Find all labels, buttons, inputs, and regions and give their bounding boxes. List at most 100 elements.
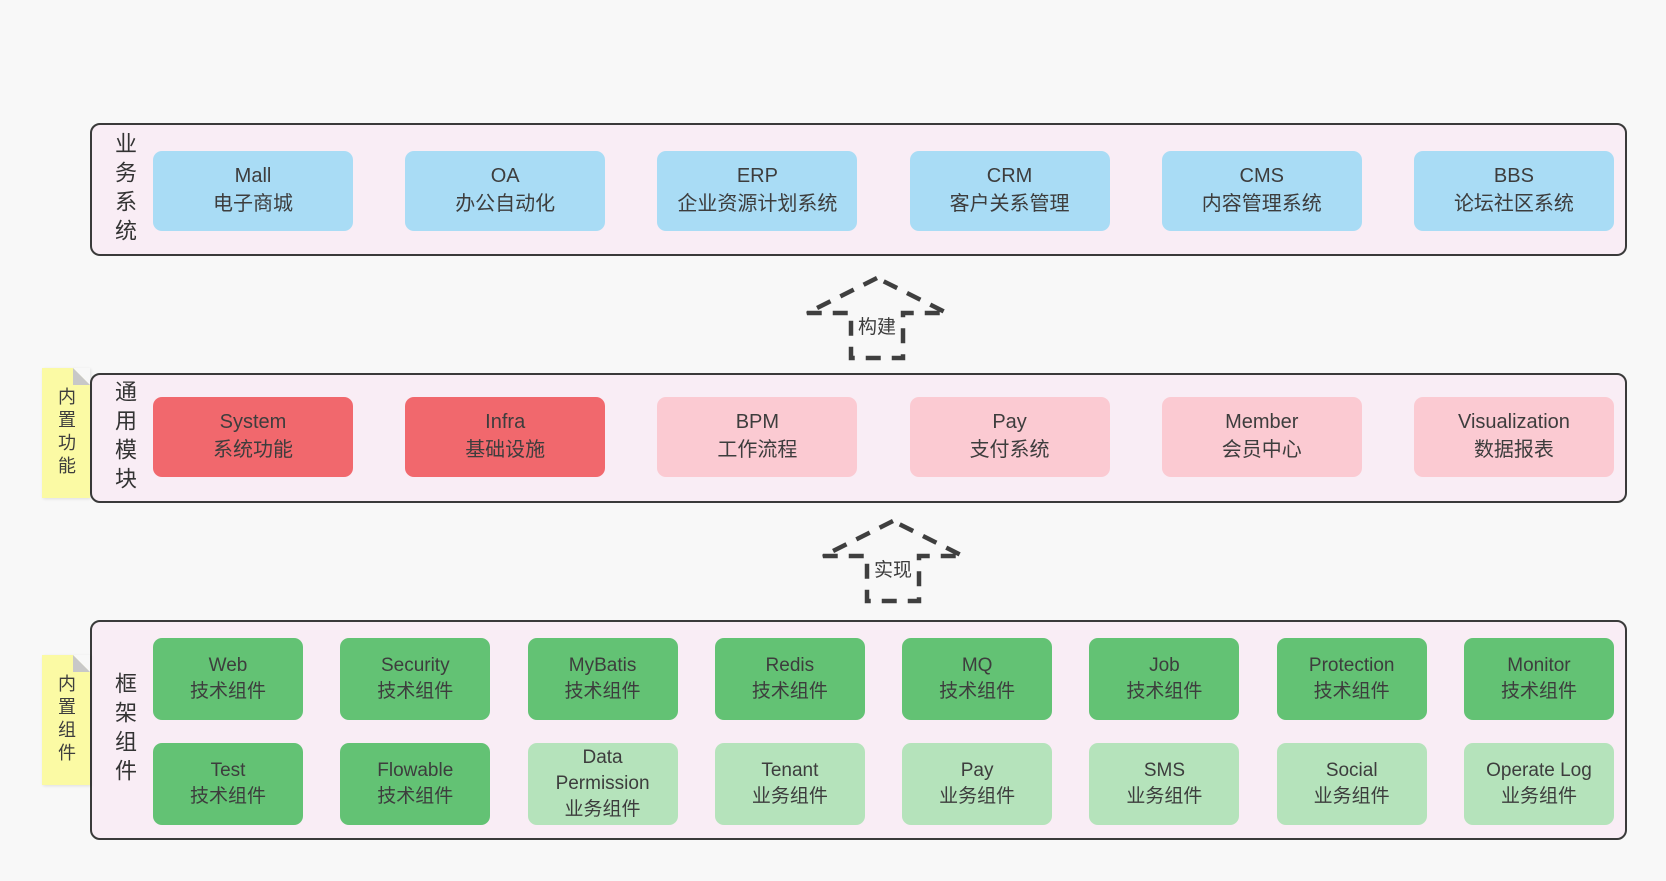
box-member-desc: 会员中心 xyxy=(1221,439,1302,461)
box-operate-log: Operate Log 业务组件 xyxy=(1463,743,1614,825)
box-bbs: BBS 论坛社区系统 xyxy=(1413,151,1614,231)
box-redis-desc: 技术组件 xyxy=(751,681,828,702)
box-pay-module-name: Pay xyxy=(992,411,1027,434)
box-protection-name: Protection xyxy=(1308,654,1395,676)
box-pay-component: Pay 业务组件 xyxy=(902,743,1053,825)
box-cms-name: CMS xyxy=(1239,165,1284,188)
note-built-in-features: 内置功能 xyxy=(42,368,90,498)
box-crm-name: CRM xyxy=(986,165,1033,188)
box-member: Member 会员中心 xyxy=(1161,397,1362,477)
box-flowable: Flowable 技术组件 xyxy=(340,743,491,825)
box-job-name: Job xyxy=(1149,654,1180,676)
box-sms-desc: 业务组件 xyxy=(1126,786,1203,807)
box-erp: ERP 企业资源计划系统 xyxy=(657,151,858,231)
layer-common-modules: 通用模块 System 系统功能 Infra 基础设施 BPM 工作流程 Pay… xyxy=(90,373,1627,503)
box-monitor-desc: 技术组件 xyxy=(1500,681,1577,702)
box-monitor: Monitor 技术组件 xyxy=(1463,638,1614,720)
layer-framework-components-label: 框架组件 xyxy=(112,672,137,788)
build-arrow-icon xyxy=(805,275,949,361)
box-social: Social 业务组件 xyxy=(1276,743,1427,825)
layer-common-modules-label: 通用模块 xyxy=(112,380,137,496)
box-visualization-name: Visualization xyxy=(1457,411,1570,434)
box-crm: CRM 客户关系管理 xyxy=(909,151,1110,231)
box-mybatis-desc: 技术组件 xyxy=(564,681,641,702)
box-data-permission-name: Data Permission xyxy=(555,746,650,794)
box-bpm: BPM 工作流程 xyxy=(657,397,858,477)
box-infra-desc: 基础设施 xyxy=(465,439,546,461)
box-data-permission: Data Permission 业务组件 xyxy=(527,743,678,825)
box-crm-desc: 客户关系管理 xyxy=(949,193,1070,215)
note-built-in-features-label: 内置功能 xyxy=(56,387,76,479)
box-mq-name: MQ xyxy=(961,654,993,676)
box-member-name: Member xyxy=(1225,411,1299,434)
business-box-row: Mall 电子商城 OA 办公自动化 ERP 企业资源计划系统 CRM 客户关系… xyxy=(153,151,1614,231)
box-pay-module-desc: 支付系统 xyxy=(969,439,1050,461)
box-pay-module: Pay 支付系统 xyxy=(909,397,1110,477)
box-bbs-desc: 论坛社区系统 xyxy=(1453,193,1574,215)
box-cms-desc: 内容管理系统 xyxy=(1201,193,1322,215)
note-built-in-components: 内置组件 xyxy=(42,655,90,785)
box-tenant-name: Tenant xyxy=(761,759,819,781)
box-mybatis-name: MyBatis xyxy=(568,654,637,676)
box-tenant-desc: 业务组件 xyxy=(751,786,828,807)
box-infra: Infra 基础设施 xyxy=(405,397,606,477)
box-system-name: System xyxy=(219,411,287,434)
box-oa-desc: 办公自动化 xyxy=(455,193,556,215)
box-mq-desc: 技术组件 xyxy=(939,681,1016,702)
box-pay-component-name: Pay xyxy=(960,759,994,781)
box-system-desc: 系统功能 xyxy=(213,439,293,461)
box-security: Security 技术组件 xyxy=(340,638,491,720)
box-tenant: Tenant 业务组件 xyxy=(714,743,865,825)
box-web-desc: 技术组件 xyxy=(189,681,266,702)
box-erp-desc: 企业资源计划系统 xyxy=(677,193,838,215)
box-test: Test 技术组件 xyxy=(153,743,303,825)
box-system: System 系统功能 xyxy=(153,397,353,477)
box-sms-name: SMS xyxy=(1143,759,1185,781)
box-mall: Mall 电子商城 xyxy=(153,151,353,231)
components-box-row-1: Web 技术组件 Security 技术组件 MyBatis 技术组件 Redi… xyxy=(153,638,1614,720)
box-monitor-name: Monitor xyxy=(1507,654,1571,676)
box-sms: SMS 业务组件 xyxy=(1089,743,1240,825)
box-bpm-name: BPM xyxy=(735,411,780,434)
box-job: Job 技术组件 xyxy=(1089,638,1240,720)
box-bbs-name: BBS xyxy=(1493,165,1534,188)
box-security-name: Security xyxy=(380,654,450,676)
build-arrow-label: 构建 xyxy=(854,312,900,339)
box-test-desc: 技术组件 xyxy=(189,786,266,807)
box-pay-component-desc: 业务组件 xyxy=(939,786,1016,807)
implement-arrow-icon xyxy=(821,518,965,604)
box-job-desc: 技术组件 xyxy=(1126,681,1203,702)
modules-box-row: System 系统功能 Infra 基础设施 BPM 工作流程 Pay 支付系统… xyxy=(153,397,1614,477)
box-security-desc: 技术组件 xyxy=(377,681,454,702)
implement-arrow: 实现 xyxy=(818,518,968,604)
box-mall-name: Mall xyxy=(234,165,272,188)
box-bpm-desc: 工作流程 xyxy=(717,439,798,461)
box-redis-name: Redis xyxy=(765,654,815,676)
box-oa: OA 办公自动化 xyxy=(405,151,606,231)
box-mq: MQ 技术组件 xyxy=(902,638,1053,720)
box-protection-desc: 技术组件 xyxy=(1313,681,1390,702)
components-box-row-2: Test 技术组件 Flowable 技术组件 Data Permission … xyxy=(153,743,1614,825)
box-test-name: Test xyxy=(210,759,246,781)
box-web-name: Web xyxy=(208,654,248,676)
box-social-name: Social xyxy=(1325,759,1378,781)
box-erp-name: ERP xyxy=(736,165,778,188)
box-infra-name: Infra xyxy=(485,411,526,434)
box-operate-log-desc: 业务组件 xyxy=(1500,786,1577,807)
box-mybatis: MyBatis 技术组件 xyxy=(527,638,678,720)
layer-framework-components: 框架组件 Web 技术组件 Security 技术组件 MyBatis 技术组件… xyxy=(90,620,1627,840)
implement-arrow-label: 实现 xyxy=(870,555,916,582)
box-protection: Protection 技术组件 xyxy=(1276,638,1427,720)
box-mall-desc: 电子商城 xyxy=(213,193,293,215)
box-flowable-name: Flowable xyxy=(377,759,454,781)
box-social-desc: 业务组件 xyxy=(1313,786,1390,807)
box-visualization-desc: 数据报表 xyxy=(1473,439,1554,461)
box-web: Web 技术组件 xyxy=(153,638,303,720)
box-cms: CMS 内容管理系统 xyxy=(1161,151,1362,231)
box-oa-name: OA xyxy=(490,165,520,188)
box-flowable-desc: 技术组件 xyxy=(377,786,454,807)
note-built-in-components-label: 内置组件 xyxy=(56,674,76,766)
layer-business-systems-label: 业务系统 xyxy=(112,131,137,248)
box-operate-log-name: Operate Log xyxy=(1486,759,1592,781)
box-data-permission-desc: 业务组件 xyxy=(564,799,641,821)
